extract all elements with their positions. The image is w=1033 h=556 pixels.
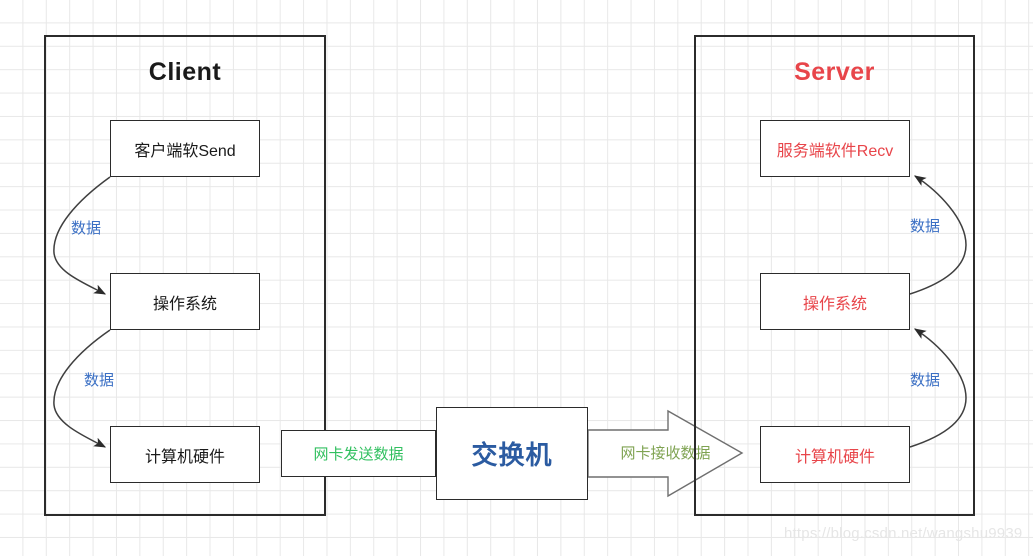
server-container (694, 35, 975, 516)
watermark: https://blog.csdn.net/wangshu9939 (784, 525, 1023, 542)
client-data-label-1: 数据 (71, 220, 102, 237)
server-hardware-node: 计算机硬件 (760, 426, 910, 483)
nic-recv-label: 网卡接收数据 (620, 445, 711, 462)
client-title: Client (148, 58, 222, 86)
client-hardware-node: 计算机硬件 (110, 426, 260, 483)
nic-send-label-box: 网卡发送数据 (281, 430, 436, 477)
server-os-node: 操作系统 (760, 273, 910, 330)
switch-node: 交换机 (436, 407, 588, 500)
client-data-label-2: 数据 (84, 372, 115, 389)
client-os-node: 操作系统 (110, 273, 260, 330)
client-container (44, 35, 326, 516)
server-recv-node: 服务端软件Recv (760, 120, 910, 177)
client-send-node: 客户端软Send (110, 120, 260, 177)
server-title: Server (794, 58, 875, 86)
server-data-label-2: 数据 (910, 372, 941, 389)
server-data-label-1: 数据 (910, 218, 941, 235)
